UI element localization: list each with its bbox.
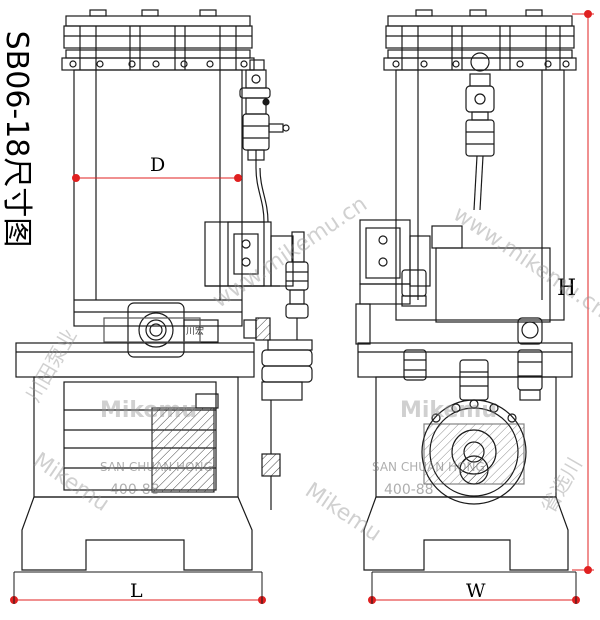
filter-top-flange: [61, 9, 255, 71]
side-view: [355, 9, 577, 571]
filter-housing: [73, 69, 243, 327]
piping-side: [401, 269, 543, 401]
nameplate-label: 川宏: [186, 327, 205, 337]
center-valve-side: [465, 73, 495, 211]
base-cabinet-front: [15, 342, 255, 571]
base-cabinet-side: [357, 342, 573, 571]
pump-casing-side: [421, 399, 527, 505]
dimension-label-d: D: [150, 154, 166, 176]
top-valve-assembly: [239, 59, 290, 223]
pump-head-side: [355, 219, 551, 345]
inlet-flange-front: [127, 302, 219, 358]
ground-lines: [13, 571, 577, 604]
filter-housing-side: [395, 69, 565, 321]
dimension-label-w: W: [466, 580, 486, 602]
front-view: [15, 9, 313, 571]
dimension-label-l: L: [130, 580, 143, 602]
nameplate-front: [103, 317, 201, 343]
pump-head-front: [204, 221, 294, 287]
outlet-piping-front: [243, 231, 313, 510]
dimension-label-h: H: [557, 276, 577, 301]
dimension-lines: [10, 10, 594, 604]
filter-top-flange-side: [383, 9, 577, 72]
